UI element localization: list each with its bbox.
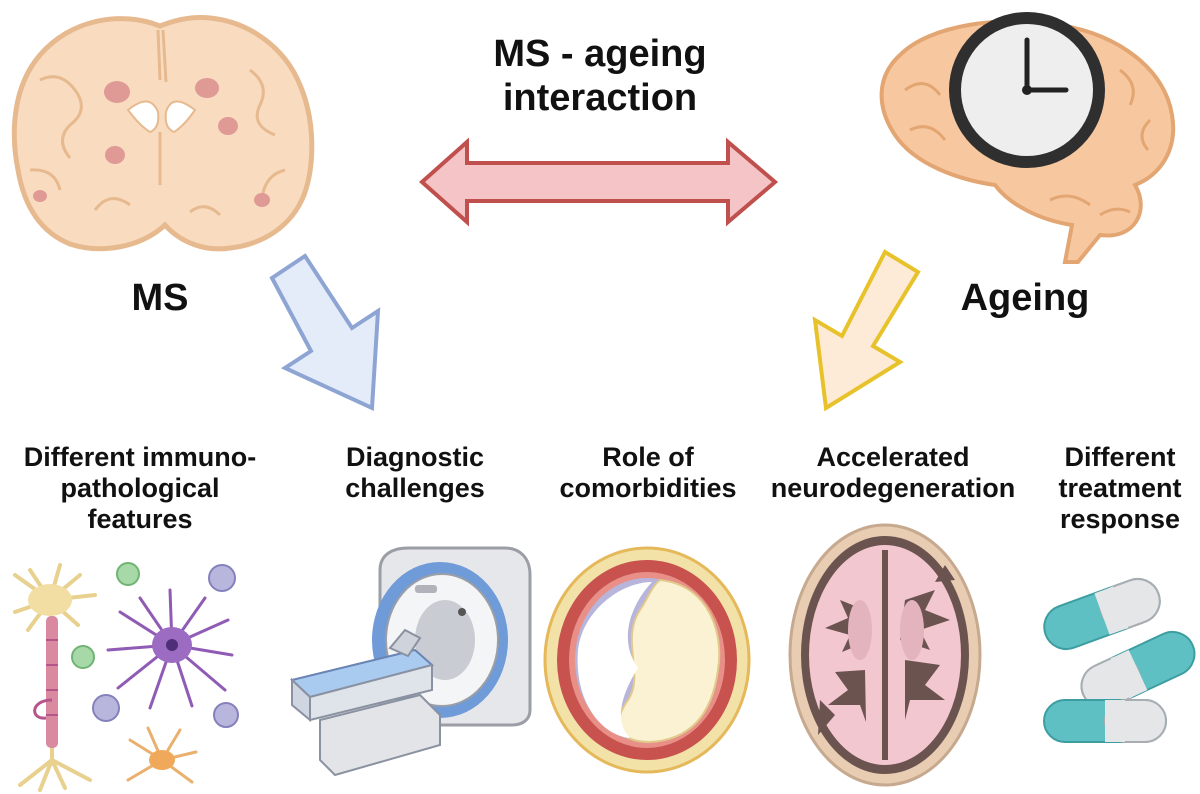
outcome-neurodegeneration: Accelerated neurodegeneration — [753, 442, 1033, 504]
outcome-line: pathological — [60, 473, 220, 503]
outcome-line: Different immuno- — [23, 442, 257, 472]
title-line-2: interaction — [502, 77, 698, 119]
artery-cross-section-icon — [543, 546, 751, 774]
neural-cells-icon — [13, 562, 239, 792]
ms-to-outcomes-arrow — [269, 253, 381, 412]
outcome-line: Role of — [602, 442, 694, 472]
interaction-double-arrow — [418, 137, 779, 227]
ms-label: MS — [131, 277, 189, 319]
outcome-line: Accelerated — [816, 442, 970, 472]
outcome-line: challenges — [345, 473, 485, 503]
title-line-1: MS - ageing — [493, 33, 707, 75]
outcome-immunopathological: Different immuno- pathological features — [0, 442, 280, 535]
outcome-line: Different — [1064, 442, 1176, 472]
outcome-line: treatment — [1058, 473, 1182, 503]
outcome-line: response — [1059, 504, 1181, 534]
outcome-diagnostic: Diagnostic challenges — [320, 442, 510, 504]
outcome-line: neurodegeneration — [770, 473, 1016, 503]
outcome-line: comorbidities — [559, 473, 737, 503]
ageing-to-outcomes-arrow — [812, 249, 921, 412]
ageing-label: Ageing — [960, 277, 1090, 319]
interaction-title: MS - ageing interaction — [420, 32, 780, 120]
ageing-brain-icon — [879, 12, 1176, 264]
ms-brain-icon — [11, 15, 315, 252]
outcome-comorbidities: Role of comorbidities — [548, 442, 748, 504]
atrophic-brain-icon — [788, 523, 982, 787]
mri-scanner-icon — [289, 546, 532, 777]
outcome-treatment: Different treatment response — [1040, 442, 1200, 535]
outcome-line: Diagnostic — [345, 442, 485, 472]
outcome-line: features — [87, 504, 193, 534]
capsules-icon — [1043, 578, 1196, 743]
